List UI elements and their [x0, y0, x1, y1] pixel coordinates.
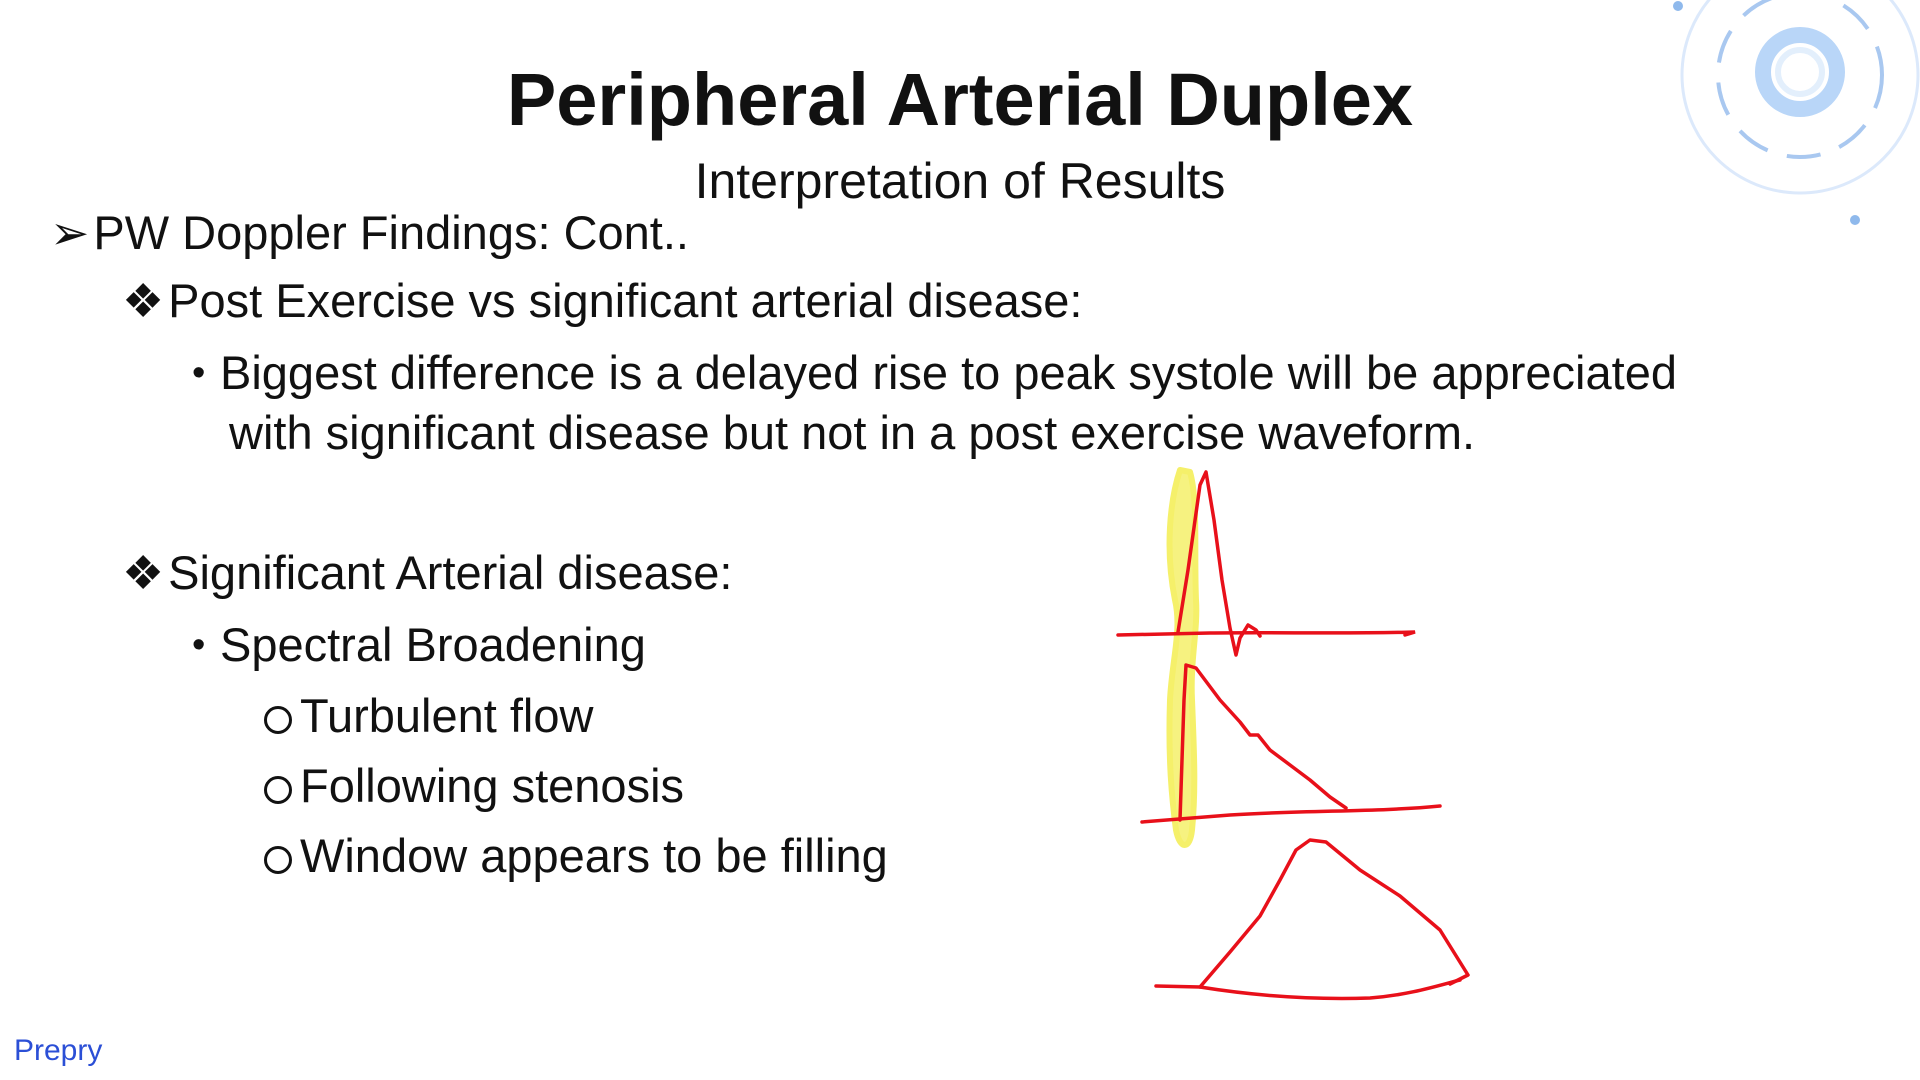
section-text: PW Doppler Findings: Cont..: [93, 206, 689, 259]
slide-title: Peripheral Arterial Duplex: [506, 58, 1414, 141]
list-item: Following stenosis: [264, 757, 684, 815]
detail-line-1: • Biggest difference is a delayed rise to…: [192, 344, 1677, 402]
point-arterial-disease: ❖Significant Arterial disease:: [122, 544, 732, 602]
point-text: Post Exercise vs significant arterial di…: [168, 274, 1083, 327]
point-post-exercise: ❖Post Exercise vs significant arterial d…: [122, 272, 1082, 330]
subpoint-spectral: • Spectral Broadening: [192, 616, 646, 674]
subpoint-text: Spectral Broadening: [220, 618, 646, 671]
circle-bullet-icon: [264, 776, 292, 804]
section-heading: ➢PW Doppler Findings: Cont..: [50, 204, 689, 262]
detail-line-2: with significant disease but not in a po…: [229, 406, 1476, 459]
point-text: Significant Arterial disease:: [168, 546, 733, 599]
brand-label: Prepry: [14, 1034, 103, 1067]
list-item: Turbulent flow: [264, 687, 593, 745]
diamond-bullet-icon: ❖: [122, 274, 165, 327]
circle-bullet-icon: [264, 706, 292, 734]
slide-subtitle: Interpretation of Results: [694, 153, 1226, 209]
arrow-bullet-icon: ➢: [50, 206, 90, 259]
diamond-bullet-icon: ❖: [122, 546, 165, 599]
dot-bullet-icon: •: [192, 352, 206, 394]
detail-text-1: Biggest difference is a delayed rise to …: [220, 346, 1677, 399]
circle-bullet-icon: [264, 846, 292, 874]
circle-ring-icon: [1673, 0, 1920, 225]
waveform-sketch: [1116, 467, 1470, 1001]
highlight-stroke: [1166, 467, 1200, 848]
list-item: Window appears to be filling: [264, 827, 888, 885]
waveform-disease: [1154, 978, 1462, 1001]
waveform-normal: [1116, 630, 1416, 637]
waveform-post-exercise: [1140, 804, 1442, 824]
dot-bullet-icon: •: [192, 624, 206, 666]
